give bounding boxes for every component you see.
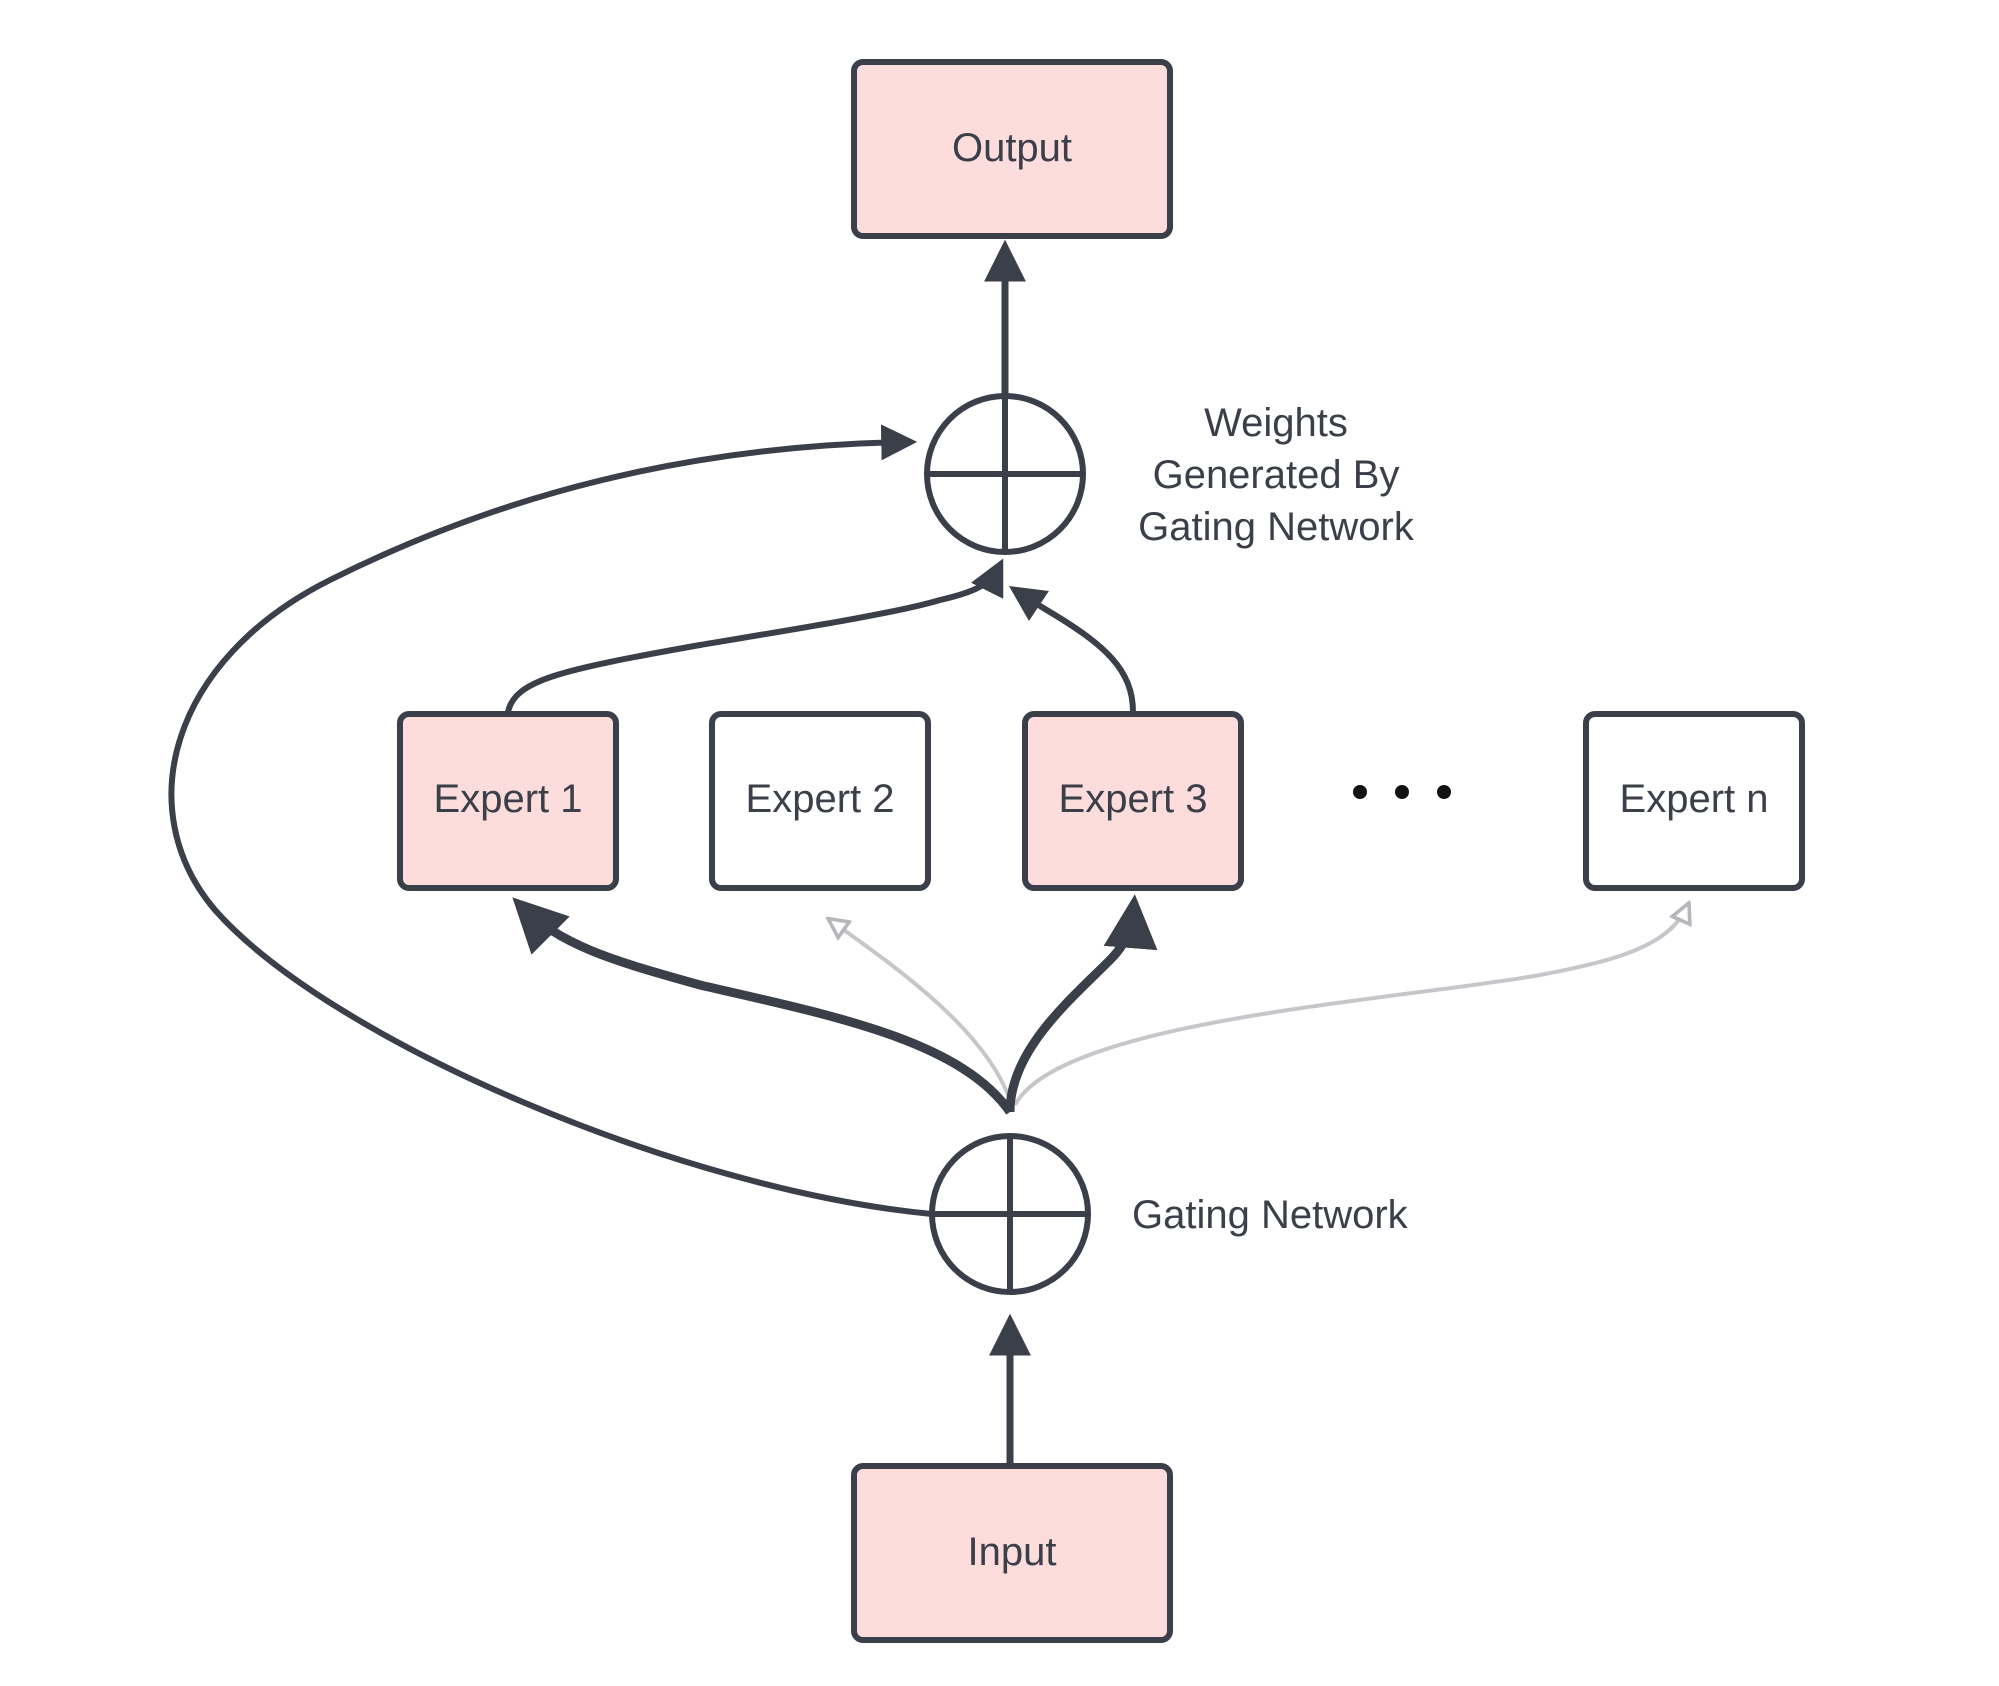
combiner-label-line-2: Generated By <box>1153 453 1400 497</box>
edge-expert-1-to-combiner <box>505 558 1004 713</box>
edge-gating-to-expert-3 <box>1005 894 1158 1113</box>
ellipsis-dot <box>1437 785 1451 799</box>
edge-gating-to-expert-2 <box>830 920 1012 1101</box>
output-node: Output <box>851 59 1173 239</box>
ellipsis-dot <box>1395 785 1409 799</box>
gating-network-label: Gating Network <box>1132 1193 1409 1237</box>
ellipsis-dot <box>1353 785 1367 799</box>
output-label: Output <box>952 126 1072 170</box>
expert-3-node: Expert 3 <box>1022 711 1244 891</box>
edge-gating-to-expert-n <box>1013 905 1688 1106</box>
expert-2-label: Expert 2 <box>746 777 895 821</box>
combiner-label: Weights Generated By Gating Network <box>1138 401 1415 549</box>
ellipsis <box>1353 785 1451 799</box>
edge-gating-to-expert-1 <box>512 897 1014 1115</box>
expert-n-node: Expert n <box>1583 711 1805 891</box>
input-label: Input <box>968 1530 1057 1574</box>
expert-1-node: Expert 1 <box>397 711 619 891</box>
gating-network-node <box>929 1133 1091 1295</box>
edge-expert-3-to-combiner <box>1009 586 1136 713</box>
expert-1-label: Expert 1 <box>434 777 583 821</box>
expert-2-node: Expert 2 <box>709 711 931 891</box>
combiner-sum-node <box>924 393 1086 555</box>
input-node: Input <box>851 1463 1173 1643</box>
edge-gating-bypass-to-combiner <box>168 424 933 1217</box>
combiner-label-line-1: Weights <box>1204 401 1348 445</box>
expert-n-label: Expert n <box>1620 777 1769 821</box>
combiner-label-line-3: Gating Network <box>1138 505 1415 549</box>
expert-3-label: Expert 3 <box>1059 777 1208 821</box>
